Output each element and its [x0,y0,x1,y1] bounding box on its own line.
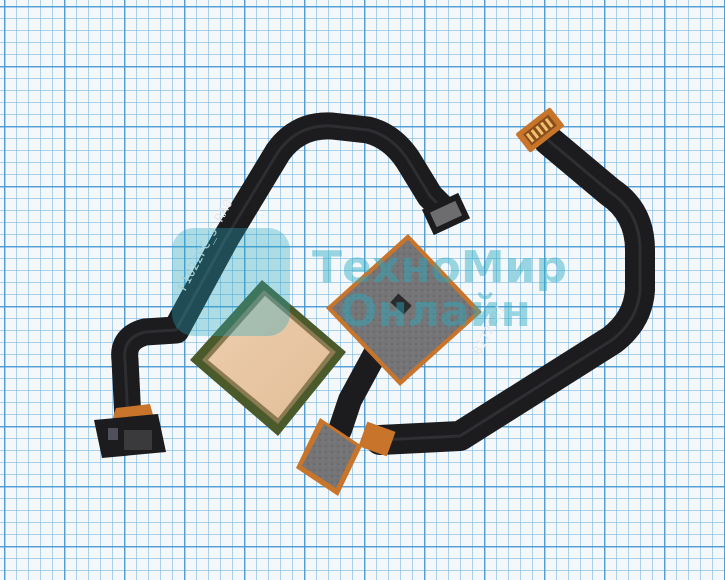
watermark-line-1: ТехноМир [312,242,567,293]
bottom-left-connector [94,404,166,458]
bottom-connector [296,418,362,496]
fingerprint-sensor [190,280,346,436]
top-connector [516,107,564,153]
flex-ribbon-right-sheen [379,138,642,442]
shield-plate [326,234,482,386]
right-ribbon-tail [358,421,396,457]
watermark-line-2: Онлайн [340,286,531,337]
watermark-logo: ТехноМир Онлайн [172,228,567,337]
watermark-badge [172,228,290,336]
flex-ribbon-sheen [123,124,448,421]
ribbon-end-pad [421,192,471,236]
